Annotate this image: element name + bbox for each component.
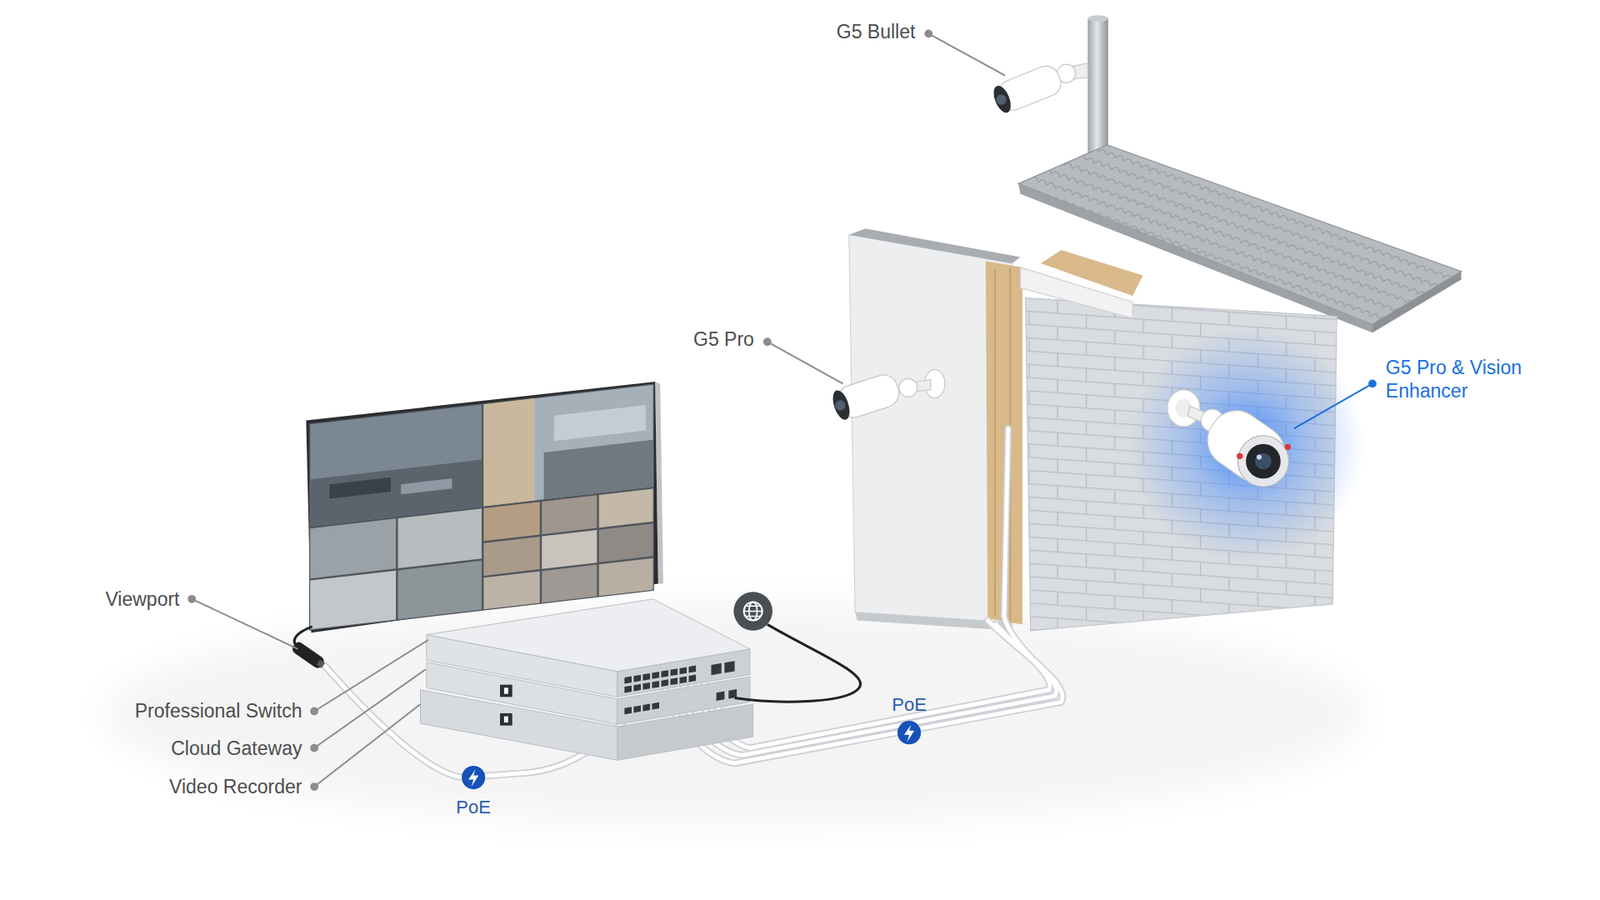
- callout-label: G5 Pro: [693, 326, 755, 351]
- poe-label: PoE: [891, 693, 927, 717]
- ground-shadow: [101, 601, 1367, 826]
- wall-panel: [849, 228, 1023, 630]
- bullet-camera: [990, 62, 1088, 117]
- callout-label: Video Recorder: [169, 775, 302, 800]
- enhanced-camera: [1130, 327, 1365, 563]
- poe-label: PoE: [455, 795, 491, 820]
- internet-globe: [733, 591, 860, 702]
- scene: [101, 15, 1461, 826]
- poe-badge: [897, 720, 921, 745]
- monitor: [305, 381, 664, 633]
- roof: [1018, 145, 1461, 333]
- pro-camera: [829, 369, 945, 423]
- callout-label: G5 Bullet: [836, 20, 916, 45]
- callout-label: Cloud Gateway: [170, 735, 302, 760]
- leader-dots: [187, 30, 1377, 791]
- callout-label: Professional Switch: [135, 699, 303, 724]
- poe-badge: [461, 765, 485, 790]
- device-stack: [420, 599, 753, 760]
- cables: [324, 428, 1063, 778]
- callout-label: Viewport: [105, 586, 180, 611]
- leader-lines: [191, 33, 1373, 787]
- callout-label: G5 Pro & Vision Enhancer: [1385, 355, 1578, 405]
